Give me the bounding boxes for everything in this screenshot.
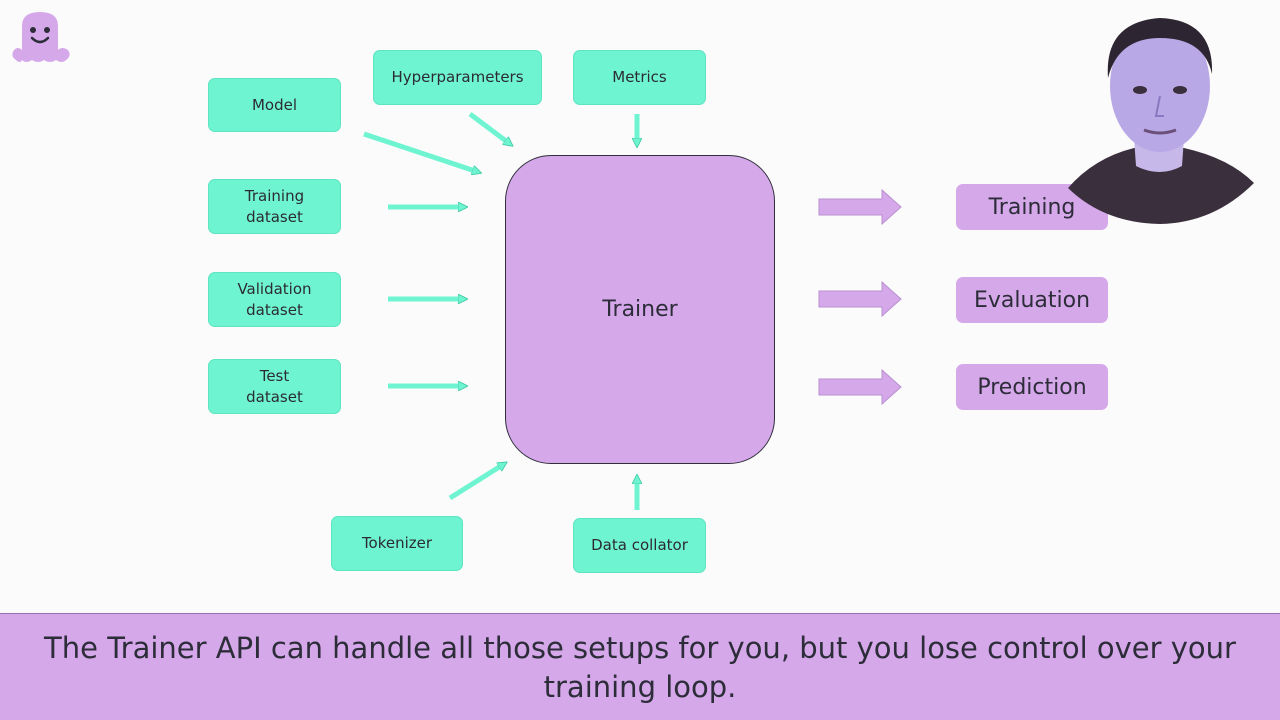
- arrow-hyperparameters: [468, 112, 510, 144]
- evaluation-output-box: Evaluation: [956, 277, 1108, 323]
- arrow-to-prediction: [818, 368, 902, 406]
- presenter-video-icon: [1068, 18, 1254, 224]
- arrow-to-evaluation: [818, 280, 902, 318]
- tokenizer-box: Tokenizer: [331, 516, 463, 571]
- hugging-face-logo-icon: [12, 12, 70, 62]
- arrow-tokenizer: [448, 464, 504, 501]
- model-box: Model: [208, 78, 341, 132]
- arrow-model: [363, 131, 478, 172]
- validation-dataset-box: Validation dataset: [208, 272, 341, 327]
- hyperparameters-box: Hyperparameters: [373, 50, 542, 105]
- training-output-box: Training: [956, 184, 1108, 230]
- training-dataset-box: Training dataset: [208, 179, 341, 234]
- data-collator-box: Data collator: [573, 518, 706, 573]
- prediction-output-box: Prediction: [956, 364, 1108, 410]
- trainer-box: Trainer: [505, 155, 775, 464]
- caption-banner: The Trainer API can handle all those set…: [0, 613, 1280, 720]
- test-dataset-box: Test dataset: [208, 359, 341, 414]
- metrics-box: Metrics: [573, 50, 706, 105]
- arrow-to-training: [818, 188, 902, 226]
